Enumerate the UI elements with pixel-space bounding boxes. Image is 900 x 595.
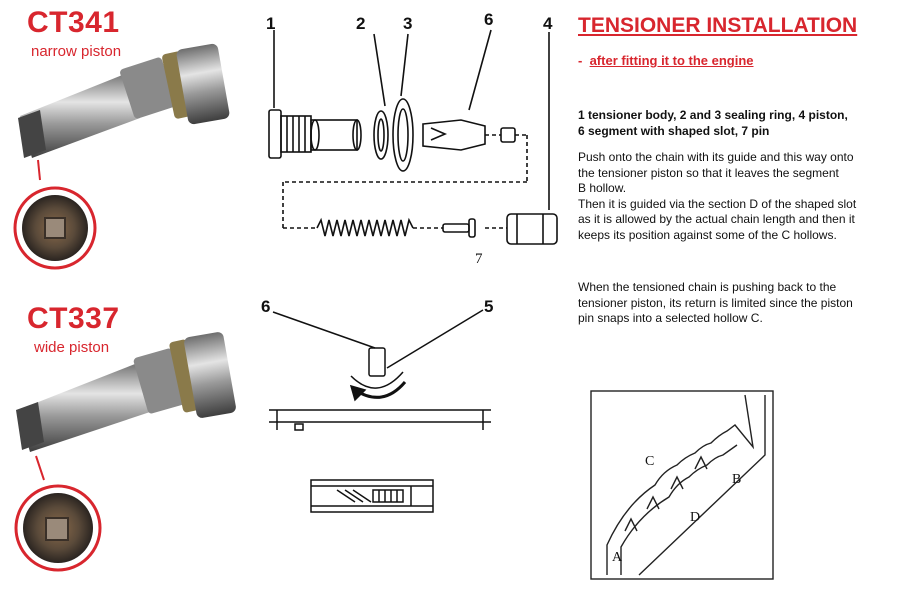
paragraph-line: Push onto the chain with its guide and t… <box>578 150 854 164</box>
installed-detail-diagram <box>269 309 491 513</box>
paragraph-line: tensioner piston, its return is limited … <box>578 295 853 310</box>
tensioner-photo-ct341 <box>18 43 230 158</box>
legend-line: 1 tensioner body, 2 and 3 sealing ring, … <box>578 108 848 122</box>
paragraph-line: B hollow. <box>578 181 627 195</box>
parts-legend: 1 tensioner body, 2 and 3 sealing ring, … <box>578 107 888 139</box>
model-code-ct341: CT341 <box>27 6 120 39</box>
instructions-paragraph-1: Push onto the chain with its guide and t… <box>578 150 888 243</box>
paragraph-line: Then it is guided via the section D of t… <box>578 196 857 211</box>
page-title: TENSIONER INSTALLATION <box>578 14 858 37</box>
legend-line: 6 segment with shaped slot, 7 pin <box>578 124 770 138</box>
paragraph-line: as it is allowed by the actual chain len… <box>578 212 855 226</box>
paragraph-line: keeps its position against some of the C… <box>578 227 837 242</box>
slot-label-d: D <box>690 510 701 525</box>
detail-label-5: 5 <box>484 297 494 316</box>
detail-label-6: 6 <box>261 297 271 316</box>
subtitle-text: after fitting it to the engine <box>589 53 754 68</box>
piston-type-ct341: narrow piston <box>31 43 122 60</box>
instructions-paragraph-2: When the tensioned chain is pushing back… <box>578 280 888 327</box>
part-label-7: 7 <box>475 251 483 267</box>
part-label-1: 1 <box>266 14 276 33</box>
callout-line-ct341 <box>37 159 41 181</box>
paragraph-line: pin snaps into a selected hollow C. <box>578 311 763 325</box>
tensioner-photo-ct337 <box>16 332 236 452</box>
slot-label-b: B <box>732 472 742 487</box>
part-label-4: 4 <box>543 14 553 33</box>
page-subtitle: - after fitting it to the engine <box>578 53 754 68</box>
part-label-6: 6 <box>484 10 494 29</box>
model-code-ct337: CT337 <box>27 302 120 335</box>
shaped-slot-diagram <box>590 390 774 580</box>
callout-line-ct337 <box>35 455 45 481</box>
piston-type-ct337: wide piston <box>34 339 110 356</box>
paragraph-line: the tensioner piston so that it leaves t… <box>578 165 839 180</box>
slot-label-a: A <box>612 550 623 565</box>
product-photos <box>13 43 236 572</box>
exploded-view-diagram <box>268 29 558 245</box>
paragraph-line: When the tensioned chain is pushing back… <box>578 280 837 294</box>
part-label-3: 3 <box>403 14 413 33</box>
subtitle-dash: - <box>578 53 583 68</box>
slot-label-c: C <box>645 454 655 469</box>
part-label-2: 2 <box>356 14 366 33</box>
